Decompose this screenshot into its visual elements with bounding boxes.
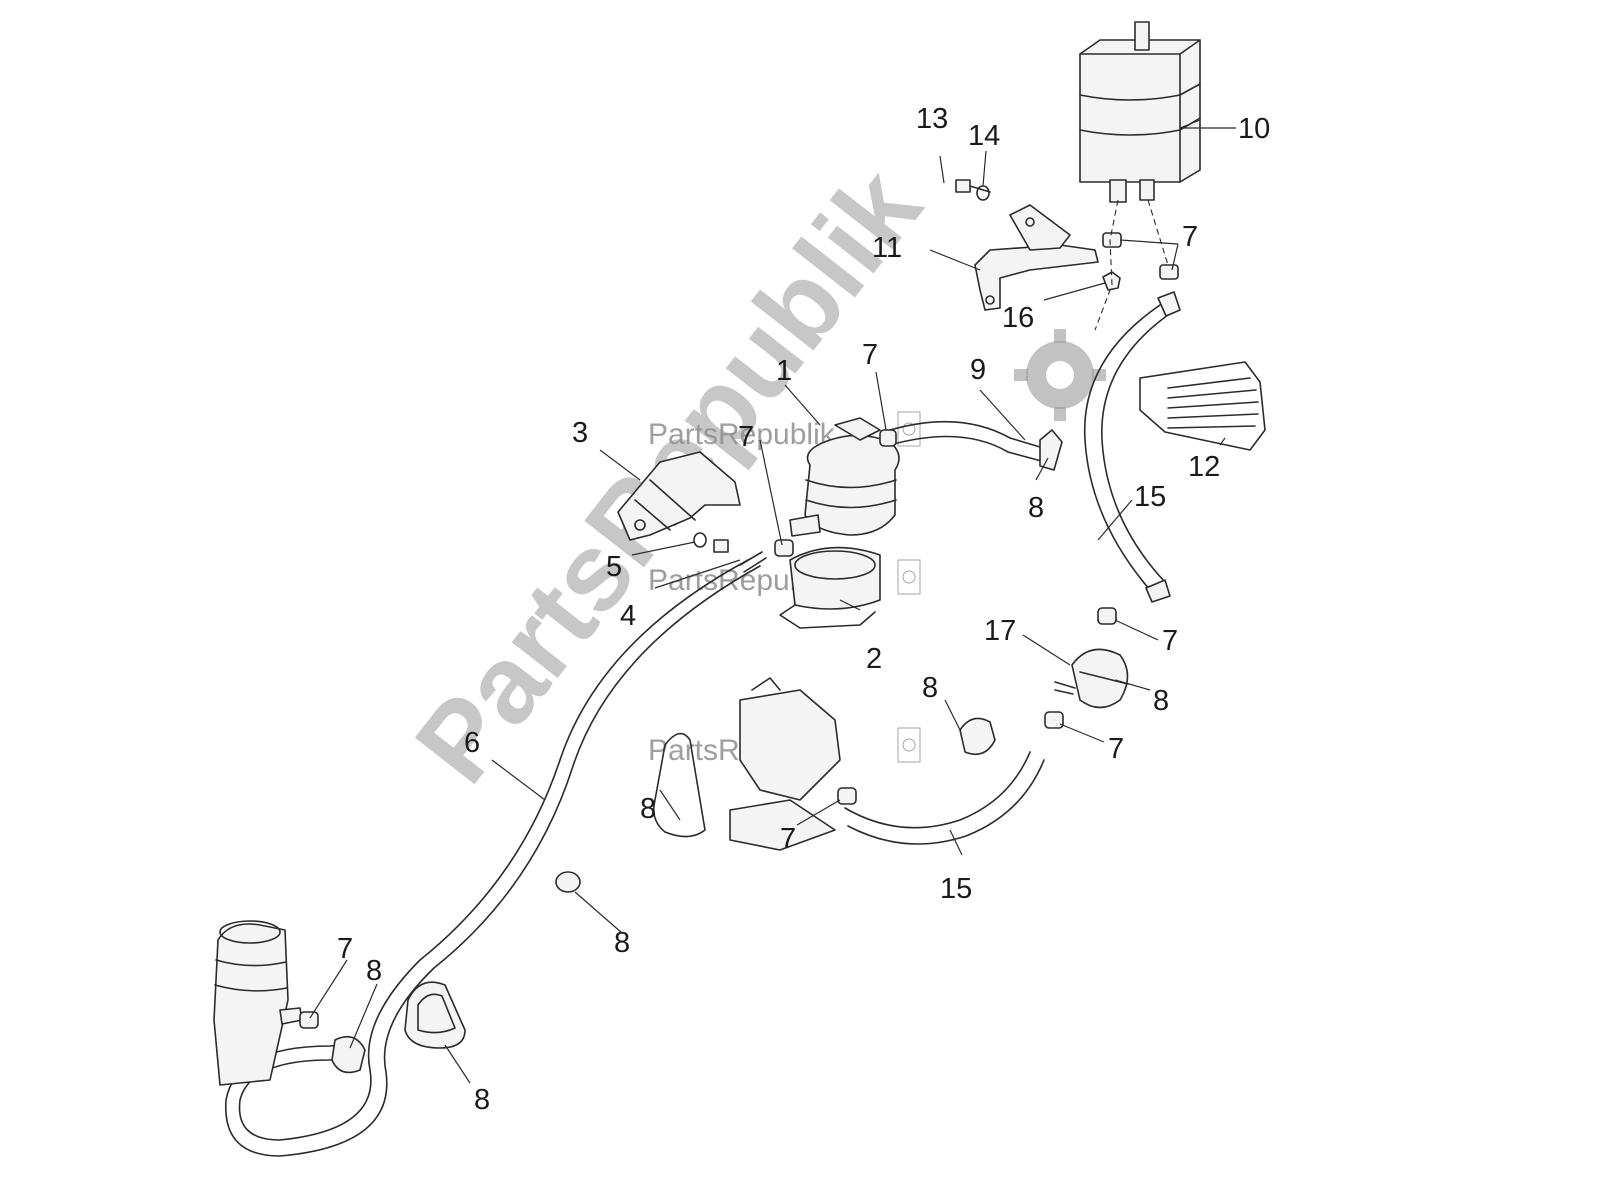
callout-15-lower: 15 bbox=[940, 873, 972, 905]
callout-9: 9 bbox=[970, 354, 986, 386]
callout-2: 2 bbox=[866, 643, 882, 675]
part-clamp-7-filler bbox=[299, 1011, 319, 1029]
part-clamp-7-lower bbox=[837, 787, 857, 805]
part-ring-8-throttle bbox=[652, 732, 706, 838]
part-hose-15-lower bbox=[844, 751, 1045, 845]
callout-8-hose9: 8 bbox=[1028, 492, 1044, 524]
callout-8-throttle: 8 bbox=[640, 793, 656, 825]
part-hose-9 bbox=[889, 420, 1063, 471]
part-clamp-7-hose9 bbox=[879, 429, 897, 447]
callout-7-filler: 7 bbox=[337, 933, 353, 965]
part-clamp-7-canister bbox=[1102, 232, 1179, 280]
callout-13: 13 bbox=[916, 103, 948, 135]
callout-7-valve-top: 7 bbox=[1162, 625, 1178, 657]
watermark-gear-icon bbox=[1014, 329, 1106, 421]
guide-line bbox=[1147, 199, 1169, 266]
callout-3: 3 bbox=[572, 417, 588, 449]
callout-17: 17 bbox=[984, 615, 1016, 647]
callout-12: 12 bbox=[1188, 451, 1220, 483]
callout-16: 16 bbox=[1002, 302, 1034, 334]
part-filler-neck bbox=[213, 920, 303, 1086]
callouts: 1 2 3 4 5 6 7 7 7 7 7 7 7 8 8 8 8 8 8 8 … bbox=[337, 103, 1270, 1116]
callout-7-hose9: 7 bbox=[862, 339, 878, 371]
part-1-filter bbox=[789, 417, 900, 537]
callout-8-filler: 8 bbox=[366, 955, 382, 987]
part-3-bracket bbox=[617, 451, 741, 541]
part-clamp-7-valve-top bbox=[1097, 607, 1117, 625]
part-12-hose-bundle bbox=[1139, 361, 1266, 451]
part-hose-15-upper bbox=[1083, 291, 1181, 603]
part-17-valve bbox=[1054, 648, 1129, 709]
callout-7-valve-bottom: 7 bbox=[1108, 733, 1124, 765]
watermark-badge-icon bbox=[897, 411, 921, 763]
part-bracket-upper bbox=[974, 204, 1099, 311]
part-washer-14 bbox=[976, 185, 990, 201]
leader-lines bbox=[309, 119, 1236, 1084]
part-canister bbox=[1079, 21, 1201, 203]
part-2-flange bbox=[779, 546, 881, 629]
part-ring-8-small bbox=[555, 871, 581, 893]
part-clamp-7-filter bbox=[774, 539, 794, 557]
callout-4: 4 bbox=[620, 600, 636, 632]
guide-line bbox=[1094, 199, 1119, 331]
callout-8-small: 8 bbox=[614, 927, 630, 959]
part-screw-13 bbox=[955, 179, 991, 193]
callout-8-valve: 8 bbox=[1153, 685, 1169, 717]
callout-7-canister: 7 bbox=[1182, 221, 1198, 253]
part-ring-8-center bbox=[959, 717, 996, 756]
callout-7-filter: 7 bbox=[738, 421, 754, 453]
callout-15-upper: 15 bbox=[1134, 481, 1166, 513]
part-throttle-body bbox=[729, 677, 841, 851]
callout-7-lower: 7 bbox=[780, 823, 796, 855]
part-ring-8-filler bbox=[331, 1035, 366, 1074]
watermark-small-text-1: PartsRepublik bbox=[648, 418, 836, 451]
part-6-long-hose bbox=[224, 559, 761, 1157]
callout-11: 11 bbox=[872, 232, 902, 264]
callout-14: 14 bbox=[968, 120, 1000, 152]
callout-10: 10 bbox=[1238, 113, 1270, 145]
callout-6: 6 bbox=[464, 727, 480, 759]
part-clamp-7-valve-bottom bbox=[1044, 711, 1064, 729]
callout-8-center: 8 bbox=[922, 672, 938, 704]
part-ring-8-large bbox=[404, 981, 466, 1049]
callout-1: 1 bbox=[776, 355, 792, 387]
callout-5: 5 bbox=[606, 551, 622, 583]
part-screw-5 bbox=[693, 532, 729, 553]
callout-8-large: 8 bbox=[474, 1084, 490, 1116]
